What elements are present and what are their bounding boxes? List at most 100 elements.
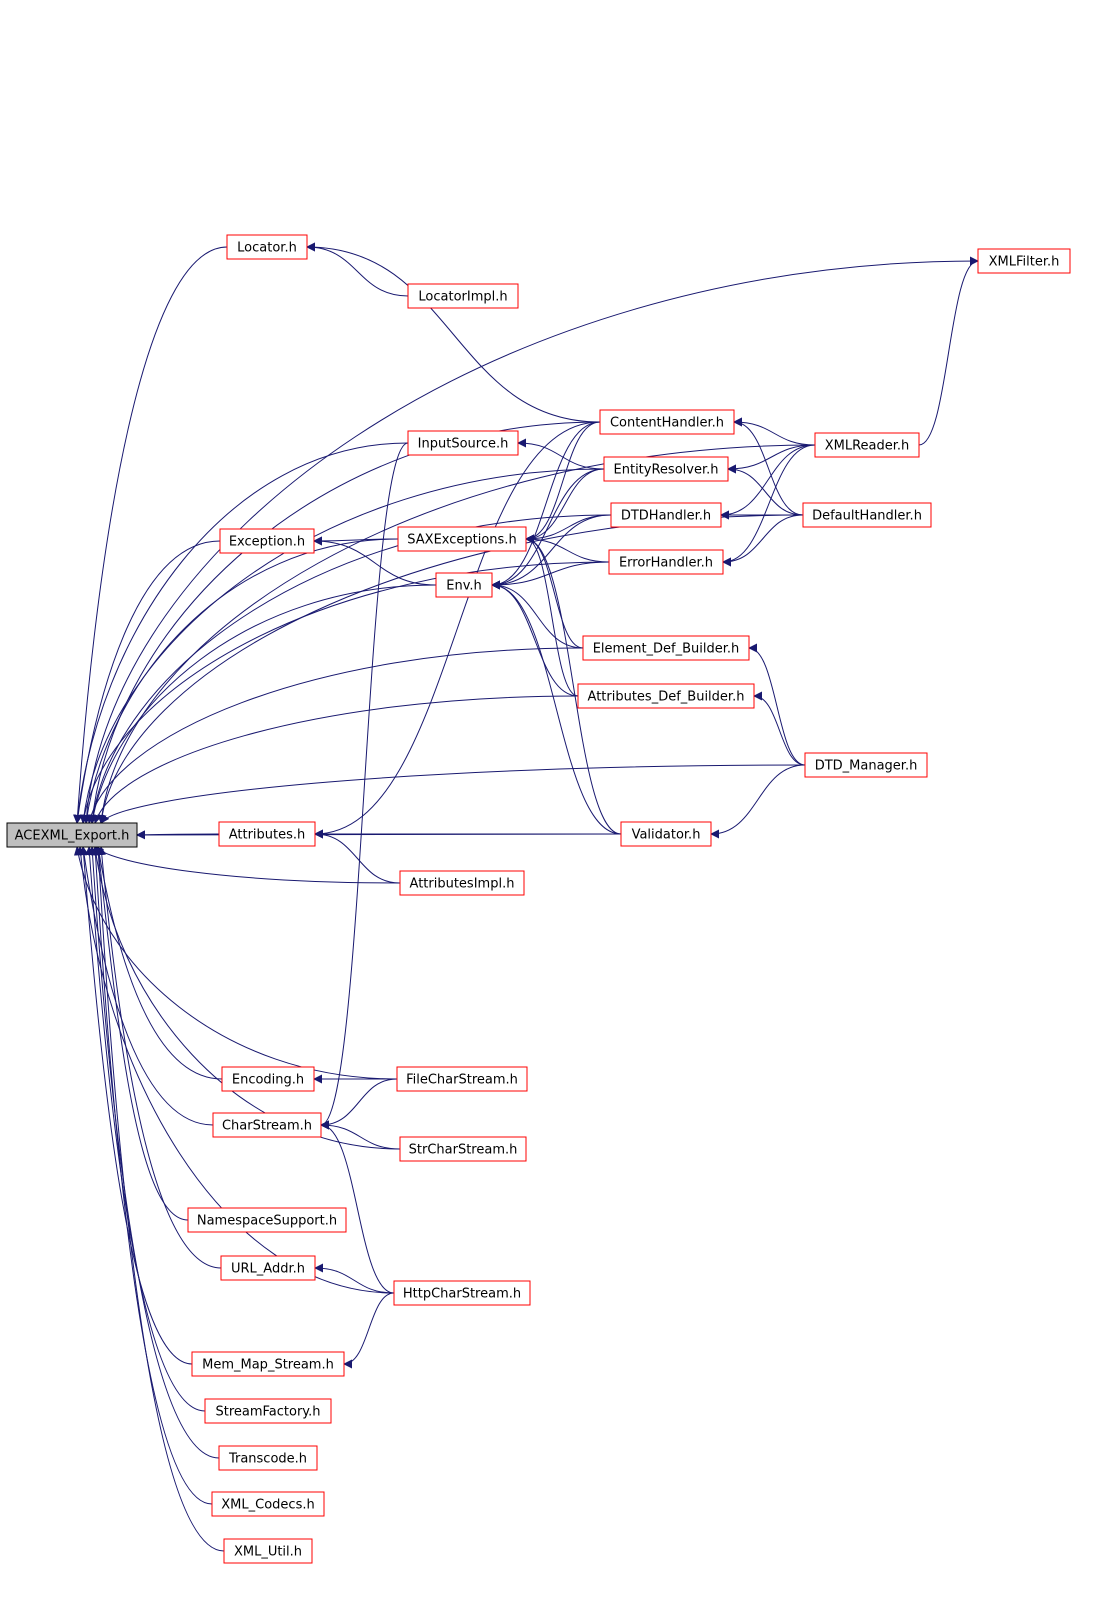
node-dtdmanager[interactable]: DTD_Manager.h bbox=[804, 752, 928, 778]
node-label-contenthandler: ContentHandler.h bbox=[610, 416, 724, 431]
edge-errorhandler-to-root bbox=[79, 561, 610, 824]
node-attributesdef[interactable]: Attributes_Def_Builder.h bbox=[577, 683, 755, 709]
edge-xmlreader-to-dtdhandler bbox=[720, 444, 816, 520]
node-box-contenthandler bbox=[599, 409, 735, 435]
edge-entityresolver-to-inputsource bbox=[517, 438, 605, 470]
edge-httpcharstream-to-charstream bbox=[320, 1120, 395, 1294]
edge-saxexceptions-to-root bbox=[82, 538, 399, 824]
node-errorhandler[interactable]: ErrorHandler.h bbox=[608, 549, 724, 575]
node-dtdhandler[interactable]: DTDHandler.h bbox=[610, 502, 722, 528]
node-elementdef[interactable]: Element_Def_Builder.h bbox=[582, 635, 750, 661]
node-saxexceptions[interactable]: SAXExceptions.h bbox=[397, 526, 527, 552]
node-box-root bbox=[6, 822, 138, 848]
node-box-elementdef bbox=[582, 635, 750, 661]
node-streamfactory[interactable]: StreamFactory.h bbox=[204, 1398, 332, 1424]
node-entityresolver[interactable]: EntityResolver.h bbox=[603, 456, 729, 482]
edge-filecharstream-to-charstream bbox=[320, 1078, 398, 1130]
node-box-errorhandler bbox=[608, 549, 724, 575]
edge-errorhandler-to-saxexceptions bbox=[525, 534, 610, 563]
edge-exception-to-root bbox=[73, 540, 221, 824]
edge-attributesdef-to-root bbox=[93, 695, 579, 824]
node-defaulthandler[interactable]: DefaultHandler.h bbox=[802, 502, 932, 528]
node-label-validator: Validator.h bbox=[632, 828, 701, 843]
node-box-dtdhandler bbox=[610, 502, 722, 528]
edge-namespacesupport-to-root bbox=[94, 846, 189, 1221]
edge-validator-to-env bbox=[491, 580, 622, 835]
node-box-dtdmanager bbox=[804, 752, 928, 778]
node-box-xmlutil bbox=[223, 1538, 313, 1564]
node-attributesimpl[interactable]: AttributesImpl.h bbox=[399, 870, 525, 896]
node-charstream[interactable]: CharStream.h bbox=[212, 1112, 322, 1138]
edge-transcode-to-root bbox=[88, 846, 220, 1459]
node-label-xmlfilter: XMLFilter.h bbox=[989, 255, 1060, 270]
node-locatorimpl[interactable]: LocatorImpl.h bbox=[407, 283, 519, 309]
edge-locatorimpl-to-locator bbox=[306, 242, 409, 297]
edge-contenthandler-to-attributes bbox=[314, 421, 601, 839]
node-label-strcharstream: StrCharStream.h bbox=[409, 1143, 518, 1158]
node-label-saxexceptions: SAXExceptions.h bbox=[407, 533, 516, 548]
node-box-inputsource bbox=[407, 430, 519, 456]
node-box-xmlfilter bbox=[977, 248, 1071, 274]
node-exception[interactable]: Exception.h bbox=[219, 528, 315, 554]
node-box-httpcharstream bbox=[393, 1280, 531, 1306]
edge-httpcharstream-to-root bbox=[76, 846, 395, 1294]
edge-elementdef-to-env bbox=[491, 580, 584, 649]
node-label-exception: Exception.h bbox=[229, 535, 305, 550]
node-root[interactable]: ACEXML_Export.h bbox=[6, 822, 138, 848]
edge-httpcharstream-to-urladdr bbox=[314, 1263, 395, 1294]
node-xmlfilter[interactable]: XMLFilter.h bbox=[977, 248, 1071, 274]
node-inputsource[interactable]: InputSource.h bbox=[407, 430, 519, 456]
node-box-encoding bbox=[221, 1066, 315, 1092]
node-label-inputsource: InputSource.h bbox=[418, 437, 509, 452]
node-label-locatorimpl: LocatorImpl.h bbox=[418, 290, 507, 305]
node-label-root: ACEXML_Export.h bbox=[15, 829, 130, 844]
node-attributes[interactable]: Attributes.h bbox=[218, 821, 316, 847]
node-label-env: Env.h bbox=[446, 579, 482, 594]
node-xmlutil[interactable]: XML_Util.h bbox=[223, 1538, 313, 1564]
node-namespacesupport[interactable]: NamespaceSupport.h bbox=[187, 1207, 347, 1233]
node-env[interactable]: Env.h bbox=[435, 572, 493, 598]
edge-xmlreader-to-root bbox=[97, 444, 816, 824]
edge-encoding-to-root bbox=[94, 846, 223, 1080]
edge-env-to-root bbox=[88, 584, 437, 824]
node-box-locator bbox=[226, 234, 308, 260]
edge-dtdmanager-to-root bbox=[100, 764, 806, 824]
edge-validator-to-saxexceptions bbox=[525, 534, 622, 835]
node-filecharstream[interactable]: FileCharStream.h bbox=[396, 1066, 528, 1092]
node-urladdr[interactable]: URL_Addr.h bbox=[220, 1255, 316, 1281]
edge-xmlcodecs-to-root bbox=[91, 846, 213, 1505]
node-encoding[interactable]: Encoding.h bbox=[221, 1066, 315, 1092]
node-contenthandler[interactable]: ContentHandler.h bbox=[599, 409, 735, 435]
edge-streamfactory-to-root bbox=[85, 846, 206, 1412]
node-box-attributesdef bbox=[577, 683, 755, 709]
node-validator[interactable]: Validator.h bbox=[620, 821, 712, 847]
node-box-urladdr bbox=[220, 1255, 316, 1281]
edge-charstream-to-root bbox=[79, 846, 214, 1126]
edge-attributesimpl-to-attributes bbox=[314, 829, 401, 884]
node-xmlcodecs[interactable]: XML_Codecs.h bbox=[211, 1491, 325, 1517]
node-label-defaulthandler: DefaultHandler.h bbox=[812, 509, 922, 524]
node-label-attributesdef: Attributes_Def_Builder.h bbox=[588, 690, 745, 705]
node-xmlreader[interactable]: XMLReader.h bbox=[814, 432, 920, 458]
node-transcode[interactable]: Transcode.h bbox=[218, 1445, 318, 1471]
node-box-memmapstream bbox=[191, 1351, 345, 1377]
edge-dtdmanager-to-elementdef bbox=[748, 643, 806, 766]
edge-elementdef-to-root bbox=[86, 647, 584, 824]
node-memmapstream[interactable]: Mem_Map_Stream.h bbox=[191, 1351, 345, 1377]
edge-dtdhandler-to-env bbox=[491, 514, 612, 590]
node-httpcharstream[interactable]: HttpCharStream.h bbox=[393, 1280, 531, 1306]
node-box-saxexceptions bbox=[397, 526, 527, 552]
edge-dtdmanager-to-validator bbox=[710, 764, 806, 839]
edge-memmapstream-to-root bbox=[79, 846, 193, 1365]
node-label-entityresolver: EntityResolver.h bbox=[614, 463, 719, 478]
edge-strcharstream-to-root bbox=[91, 846, 401, 1150]
node-label-elementdef: Element_Def_Builder.h bbox=[593, 642, 740, 657]
edge-attributesimpl-to-root bbox=[94, 846, 401, 884]
node-label-encoding: Encoding.h bbox=[232, 1073, 304, 1088]
node-locator[interactable]: Locator.h bbox=[226, 234, 308, 260]
node-strcharstream[interactable]: StrCharStream.h bbox=[399, 1136, 527, 1162]
node-box-strcharstream bbox=[399, 1136, 527, 1162]
node-box-exception bbox=[219, 528, 315, 554]
node-box-filecharstream bbox=[396, 1066, 528, 1092]
